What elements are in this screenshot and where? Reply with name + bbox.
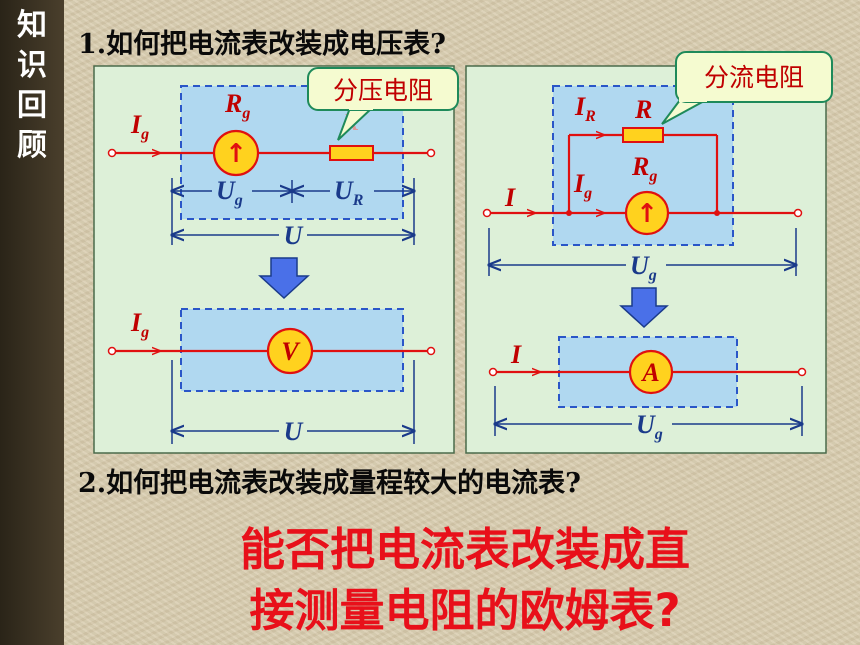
u-label: U — [284, 417, 304, 446]
label-bg — [626, 250, 666, 280]
meter-needle-icon: ↑ — [225, 139, 247, 169]
question-2: 2.如何把电流表改装成量程较大的电流表? — [78, 468, 582, 499]
galvanometer-meter — [212, 129, 260, 177]
down-arrow-icon — [619, 287, 669, 329]
label-bg — [279, 418, 307, 444]
ig-label: Ig — [130, 308, 149, 341]
main-question-line-1: 能否把电流表改装成直 — [239, 523, 690, 576]
terminal — [107, 148, 117, 158]
terminal — [797, 367, 807, 377]
rg-label: Rg — [224, 89, 250, 122]
ug-label: Ug — [216, 176, 243, 209]
ur-label: UR — [334, 176, 364, 209]
galvanometer-meter — [624, 190, 670, 236]
ig-label: Ig — [130, 110, 149, 143]
i-label: I — [504, 183, 516, 212]
callout-box — [307, 67, 459, 111]
label-bg — [279, 222, 307, 248]
ig-label: Ig — [573, 169, 592, 202]
callout-voltage-divider: 分压电阻 — [333, 76, 433, 105]
ug-label: Ug — [636, 410, 663, 443]
ammeter-meter — [628, 349, 674, 395]
i-label: I — [510, 340, 522, 369]
ammeter-symbol: A — [640, 358, 659, 387]
voltmeter-meter — [266, 327, 314, 375]
main-question-line-2: 接测量电阻的欧姆表? — [249, 584, 681, 637]
terminal — [426, 148, 436, 158]
label-bg — [212, 178, 252, 204]
down-arrow-icon — [258, 257, 310, 300]
terminal — [426, 346, 436, 356]
voltmeter-symbol: V — [281, 337, 301, 366]
terminal — [107, 346, 117, 356]
shunt-resistor — [622, 127, 664, 143]
meter-needle-icon: ↑ — [636, 199, 658, 229]
callout-cover — [679, 96, 707, 102]
label-bg — [330, 178, 374, 204]
junction — [566, 210, 572, 216]
series-resistor — [329, 145, 374, 161]
ug-label: Ug — [630, 251, 657, 284]
side-bar — [0, 0, 64, 645]
junction — [714, 210, 720, 216]
terminal — [793, 208, 803, 218]
section-label: 知识回顾 — [17, 8, 47, 163]
terminal — [488, 367, 498, 377]
callout-cover — [349, 104, 373, 110]
rg-label: Rg — [631, 152, 657, 185]
callout-box — [675, 51, 833, 103]
label-bg — [632, 409, 672, 439]
terminal — [482, 208, 492, 218]
u-label: U — [284, 221, 304, 250]
question-1: 1.如何把电流表改装成电压表? — [78, 29, 447, 60]
callout-shunt: 分流电阻 — [704, 63, 804, 92]
ir-label: IR — [574, 92, 596, 125]
r-label: R — [634, 95, 652, 124]
